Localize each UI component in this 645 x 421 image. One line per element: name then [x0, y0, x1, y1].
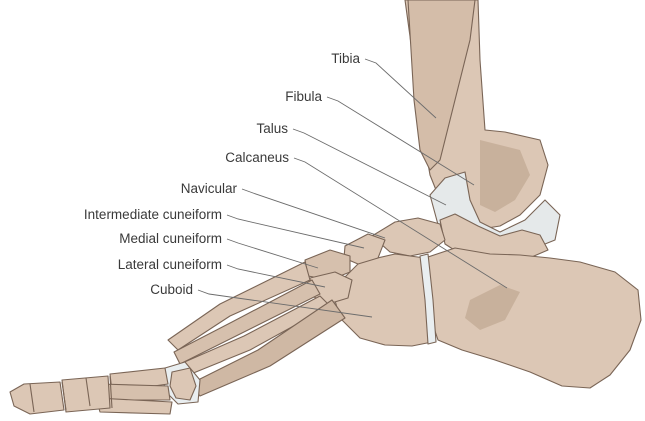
navicular-leader — [242, 189, 385, 238]
label-calcaneus: Calcaneus — [139, 150, 289, 166]
distal-phalanges — [10, 382, 64, 414]
label-intermediate-cuneiform: Intermediate cuneiform — [20, 207, 222, 223]
medial-cuneiform-leader — [227, 239, 318, 268]
intermediate-cuneiform-leader — [227, 215, 364, 248]
label-fibula: Fibula — [212, 89, 322, 105]
label-medial-cuneiform: Medial cuneiform — [20, 231, 222, 247]
label-cuboid: Cuboid — [43, 282, 193, 298]
label-talus: Talus — [178, 121, 288, 137]
label-navicular: Navicular — [87, 181, 237, 197]
label-tibia: Tibia — [250, 51, 360, 67]
calcaneus-bone — [424, 248, 641, 388]
label-lateral-cuneiform: Lateral cuneiform — [20, 257, 222, 273]
